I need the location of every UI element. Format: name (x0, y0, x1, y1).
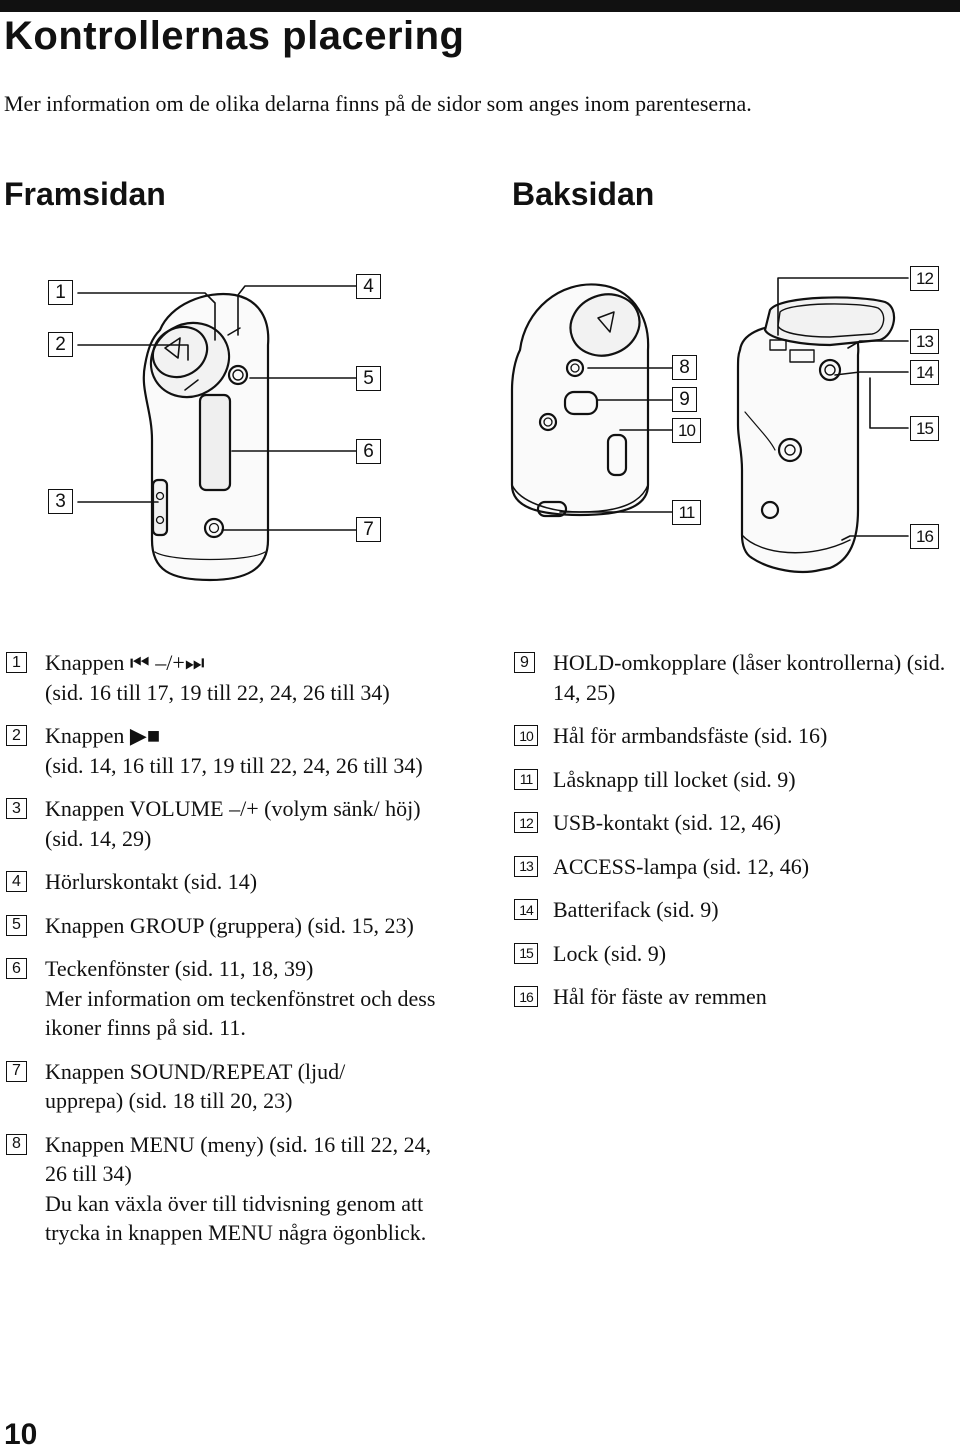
item-number: 16 (514, 986, 538, 1007)
callout-16: 16 (910, 524, 939, 549)
page-title: Kontrollernas placering (4, 14, 465, 58)
item-text: Teckenfönster (sid. 11, 18, 39) (45, 956, 314, 981)
callout-1: 1 (48, 280, 73, 305)
item-number: 8 (6, 1133, 27, 1155)
item-text: Lock (sid. 9) (553, 940, 667, 966)
list-item: 15 Lock (sid. 9) (514, 939, 954, 969)
item-text: Knappen ⏮ –/+⏭ (45, 650, 205, 675)
item-text: ACCESS-lampa (sid. 12, 46) (553, 853, 810, 879)
list-item: 1 Knappen ⏮ –/+⏭ (sid. 16 till 17, 19 ti… (6, 648, 466, 707)
item-number: 4 (6, 871, 27, 892)
item-number: 12 (514, 812, 538, 833)
callout-7: 7 (356, 517, 381, 542)
item-text: (sid. 16 till 17, 19 till 22, 24, 26 til… (45, 679, 390, 705)
intro-text: Mer information om de olika delarna finn… (4, 91, 752, 116)
item-number: 14 (514, 899, 538, 920)
device-illustration (77, 277, 909, 582)
item-text: Hörlurskontakt (sid. 14) (45, 869, 258, 894)
header-bar (0, 0, 960, 12)
list-item: 6 Teckenfönster (sid. 11, 18, 39) Mer in… (6, 954, 445, 1043)
item-text: Mer information om teckenfönstret och de… (45, 985, 436, 1041)
item-text: Hål för fäste av remmen (553, 984, 767, 1009)
front-leaders (77, 285, 359, 531)
description-column-left: 1 Knappen ⏮ –/+⏭ (sid. 16 till 17, 19 ti… (6, 648, 466, 1248)
item-text: Knappen ▶■ (45, 723, 161, 748)
callout-11: 11 (672, 500, 701, 525)
device-diagram: 1 2 3 4 5 6 7 8 9 10 11 12 13 14 15 16 (0, 240, 960, 610)
callout-12: 12 (910, 266, 939, 291)
item-number: 13 (514, 855, 538, 877)
callout-3: 3 (48, 489, 73, 514)
callout-6: 6 (356, 439, 381, 464)
item-text: (sid. 14, 16 till 17, 19 till 22, 24, 26… (45, 752, 423, 778)
item-text: Knappen VOLUME –/+ (volym sänk/ höj) (si… (45, 796, 421, 851)
item-number: 15 (514, 942, 538, 964)
item-text: Knappen GROUP (gruppera) (sid. 15, 23) (45, 912, 414, 938)
item-text: USB-kontakt (sid. 12, 46) (553, 810, 781, 835)
item-number: 11 (514, 768, 538, 790)
back-leaders (559, 277, 909, 541)
list-item: 10 Hål för armbandsfäste (sid. 16) (514, 721, 954, 751)
callout-2: 2 (48, 332, 73, 357)
list-item: 9 HOLD-omkopplare (låser kontrollerna) (… (514, 648, 954, 707)
callout-4: 4 (356, 274, 381, 299)
item-text: Knappen SOUND/REPEAT (ljud/ upprepa) (si… (45, 1058, 346, 1114)
item-text: Hål för armbandsfäste (sid. 16) (553, 723, 828, 748)
item-number: 9 (514, 652, 535, 673)
callout-9: 9 (672, 387, 697, 412)
item-text: Du kan växla över till tidvisning genom … (45, 1190, 427, 1246)
item-text: Knappen MENU (meny) (sid. 16 till 22, 24… (45, 1131, 432, 1187)
list-item: 4 Hörlurskontakt (sid. 14) (6, 867, 466, 897)
item-number: 5 (6, 914, 27, 936)
page-number: 10 (4, 1418, 38, 1451)
list-item: 8 Knappen MENU (meny) (sid. 16 till 22, … (6, 1130, 445, 1248)
list-item: 7 Knappen SOUND/REPEAT (ljud/ upprepa) (… (6, 1057, 405, 1116)
callout-14: 14 (910, 360, 939, 385)
back-device-open-drawing (736, 296, 896, 573)
list-item: 16 Hål för fäste av remmen (514, 982, 954, 1012)
list-item: 13 ACCESS-lampa (sid. 12, 46) (514, 852, 954, 882)
list-item: 12 USB-kontakt (sid. 12, 46) (514, 808, 954, 838)
back-heading: Baksidan (512, 176, 655, 212)
list-item: 11 Låsknapp till locket (sid. 9) (514, 765, 954, 795)
list-item: 5 Knappen GROUP (gruppera) (sid. 15, 23) (6, 911, 466, 941)
item-text: HOLD-omkopplare (låser kontrollerna) (si… (553, 650, 946, 705)
item-number: 1 (6, 652, 27, 673)
item-number: 3 (6, 798, 27, 819)
item-number: 10 (514, 725, 538, 746)
front-device-drawing (142, 292, 270, 582)
front-heading: Framsidan (4, 176, 166, 212)
callout-15: 15 (910, 416, 939, 441)
list-item: 3 Knappen VOLUME –/+ (volym sänk/ höj) (… (6, 794, 425, 853)
list-item: 2 Knappen ▶■ (sid. 14, 16 till 17, 19 ti… (6, 721, 466, 780)
item-number: 7 (6, 1060, 27, 1082)
callout-8: 8 (672, 355, 697, 380)
item-text: Batterifack (sid. 9) (553, 897, 719, 922)
callout-5: 5 (356, 366, 381, 391)
description-column-right: 9 HOLD-omkopplare (låser kontrollerna) (… (514, 648, 954, 1012)
list-item: 14 Batterifack (sid. 9) (514, 895, 954, 925)
back-device-drawing (510, 283, 650, 518)
callout-13: 13 (910, 329, 939, 354)
callout-10: 10 (672, 418, 701, 443)
item-number: 2 (6, 725, 27, 746)
item-text: Låsknapp till locket (sid. 9) (553, 766, 796, 792)
item-number: 6 (6, 958, 27, 979)
